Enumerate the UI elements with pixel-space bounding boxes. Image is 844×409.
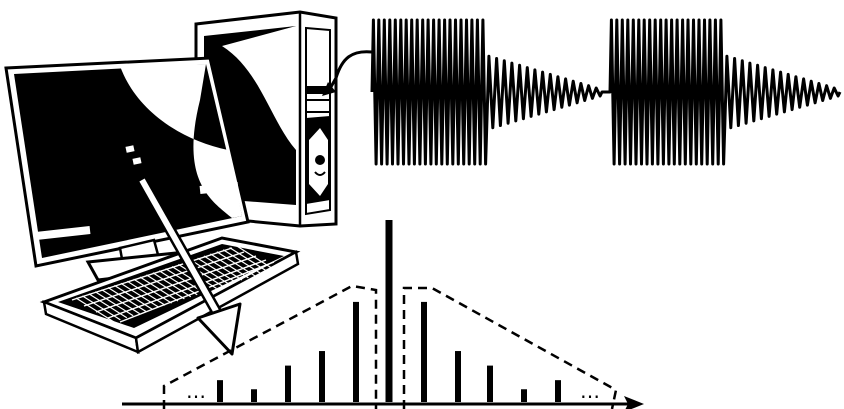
- spectrum-bar: [217, 380, 223, 402]
- spectrum-bar: [455, 351, 461, 402]
- spectrum-bar: [353, 302, 359, 402]
- spectrum-bar: [386, 220, 393, 402]
- spectrum-bar: [555, 380, 561, 402]
- ellipsis-right: …: [580, 379, 600, 403]
- ellipsis-left: …: [186, 379, 206, 403]
- spectrum-bar: [421, 302, 427, 402]
- spectrum-bar: [319, 351, 325, 402]
- spectrum-bar: [251, 389, 257, 402]
- spectrum-bar: [285, 366, 291, 402]
- disk-drive-slot-icon: [306, 100, 330, 112]
- spectrum-bar: [521, 389, 527, 402]
- spectrum-bar: [487, 366, 493, 402]
- waveform: [372, 20, 840, 164]
